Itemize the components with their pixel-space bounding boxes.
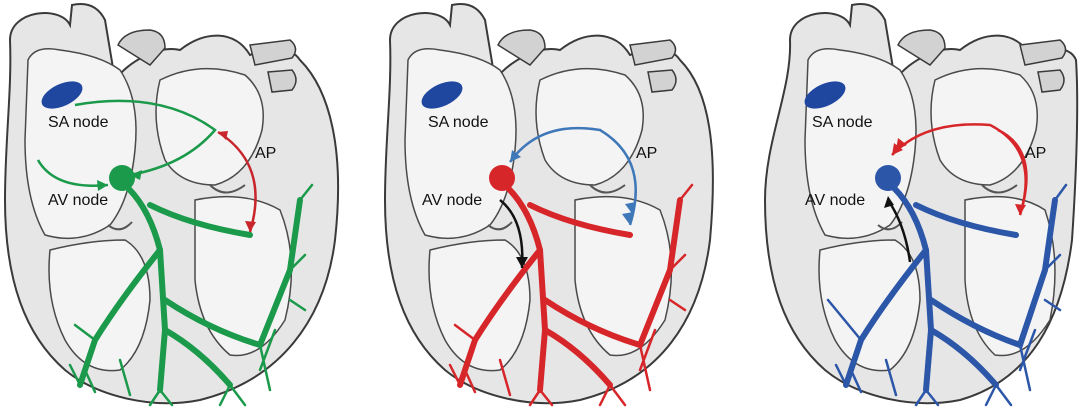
sa-node-icon (421, 81, 463, 109)
av-node-label: AV node (48, 192, 109, 209)
sa-node-icon (41, 81, 83, 109)
arrow-icon (884, 123, 1028, 263)
av-node-icon (109, 165, 135, 191)
sa-node-icon (804, 81, 846, 109)
sa-node-label: SA node (428, 114, 489, 131)
ap-label: AP (1025, 145, 1047, 162)
sa-node-label: SA node (48, 114, 109, 131)
sa-node-label: SA node (812, 114, 873, 131)
arrow-icon (499, 126, 637, 269)
arrow-icon (36, 99, 257, 233)
heart-diagram-3 (763, 3, 1079, 407)
ap-label: AP (255, 145, 277, 162)
conduction-pathway (843, 185, 1058, 393)
av-node-icon (875, 165, 901, 191)
av-node-icon (489, 165, 515, 191)
av-node-label: AV node (805, 192, 866, 209)
ap-label: AP (636, 145, 658, 162)
heart-panel-3: SA node AV node AP (720, 0, 1080, 415)
av-node-label: AV node (422, 192, 483, 209)
heart-panel-2: SA node AV node AP (360, 0, 720, 415)
heart-diagram-1 (3, 3, 340, 407)
heart-diagram-2 (383, 3, 714, 407)
heart-panel-1: SA node AV node AP (0, 0, 360, 415)
